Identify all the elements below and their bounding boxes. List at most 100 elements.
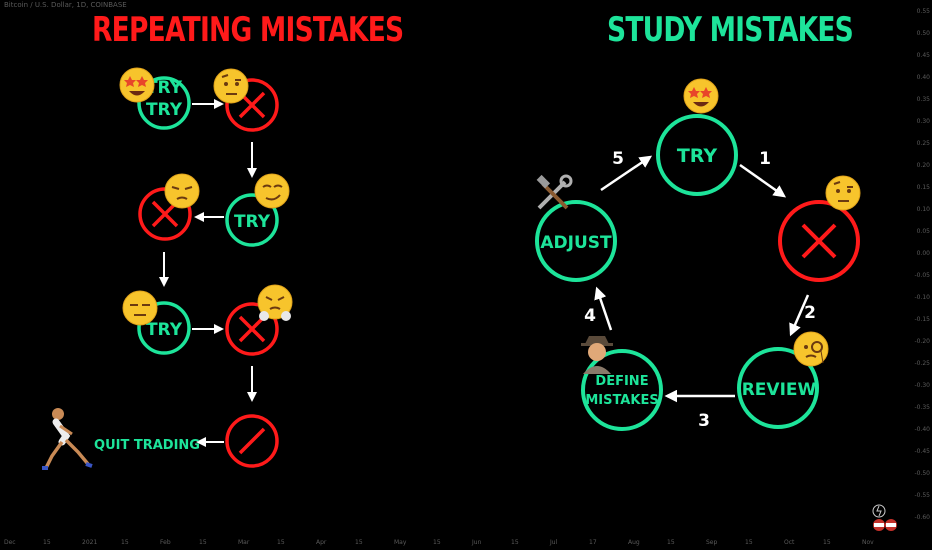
try-node-3: TRY — [137, 301, 191, 355]
cycle-arrow-1 — [739, 163, 787, 198]
y-tick-label: -0.45 — [914, 448, 930, 455]
try-node-2: TRY — [225, 193, 279, 247]
x-tick-label: 15 — [121, 539, 129, 546]
expressionless-emoji — [122, 290, 158, 326]
repeating-mistakes-title: REPEATING MISTAKES — [92, 10, 404, 50]
y-tick-label: -0.60 — [914, 514, 930, 521]
cycle-adjust-label: ADJUST — [540, 233, 612, 253]
y-tick-label: 0.55 — [916, 8, 930, 15]
x-tick-label: Oct — [784, 539, 795, 546]
step-5-label: 5 — [612, 149, 624, 169]
cycle-define-label-2: MISTAKES — [585, 393, 658, 408]
y-tick-label: 0.35 — [916, 96, 930, 103]
try-node-3-label: TRY — [146, 320, 183, 340]
fail-node-3 — [225, 302, 279, 356]
y-tick-label: 0.25 — [916, 140, 930, 147]
y-tick-label: -0.20 — [914, 338, 930, 345]
chart-header: Bitcoin / U.S. Dollar, 1D, COINBASE — [0, 0, 932, 12]
x-tick-label: Nov — [862, 539, 874, 546]
x-tick-label: 15 — [745, 539, 753, 546]
time-axis: Dec 15 2021 15 Feb 15 Mar 15 Apr 15 May 15 Jun 15 Jul 1… — [0, 538, 932, 550]
steam-face-emoji — [257, 284, 293, 321]
tools-icon — [536, 174, 573, 210]
cycle-arrow-2 — [789, 294, 810, 337]
cycle-fail-node — [778, 200, 860, 282]
star-struck-emoji — [119, 67, 155, 103]
cycle-define-node: DEFINE MISTAKES — [581, 349, 663, 431]
y-tick-label: -0.40 — [914, 426, 930, 433]
y-tick-label: -0.50 — [914, 470, 930, 477]
y-tick-label: -0.35 — [914, 404, 930, 411]
step-2-label: 2 — [804, 303, 816, 323]
try-node-1: TRY TRY — [137, 76, 191, 130]
left-flow: TRY TRY TRY TRY — [42, 67, 293, 470]
price-axis: 0.55 0.50 0.45 0.40 0.35 0.30 0.25 0.20 0.15 0.10… — [906, 0, 932, 540]
x-tick-label: 15 — [277, 539, 285, 546]
x-tick-label: Jun — [472, 539, 482, 546]
y-tick-label: 0.30 — [916, 118, 930, 125]
step-3-label: 3 — [698, 411, 710, 431]
y-tick-label: 0.15 — [916, 184, 930, 191]
try-node-2-label: TRY — [234, 212, 271, 232]
runner-icon — [42, 408, 93, 470]
x-tick-label: Mar — [238, 539, 250, 546]
step-4-label: 4 — [584, 306, 596, 326]
slash-icon — [238, 427, 266, 455]
y-tick-label: -0.05 — [914, 272, 930, 279]
x-tick-label: Sep — [706, 539, 718, 546]
x-tick-label: 15 — [433, 539, 441, 546]
x-tick-label: 15 — [667, 539, 675, 546]
unamused-emoji — [164, 173, 200, 209]
detective-icon — [581, 336, 613, 374]
x-tick-label: Apr — [316, 539, 327, 546]
x-tick-label: Dec — [4, 539, 16, 546]
y-tick-label: 0.05 — [916, 228, 930, 235]
x-tick-label: 15 — [355, 539, 363, 546]
raised-eyebrow-emoji — [825, 175, 861, 211]
y-tick-label: -0.25 — [914, 360, 930, 367]
x-tick-label: Feb — [160, 539, 171, 546]
smirk-emoji — [254, 173, 290, 209]
cycle-try-node: TRY — [656, 114, 738, 196]
study-mistakes-title: STUDY MISTAKES — [607, 10, 854, 50]
symbol-line: Bitcoin / U.S. Dollar, 1D, COINBASE — [4, 1, 127, 9]
raised-eyebrow-emoji — [213, 68, 249, 104]
right-cycle: TRY REVIEW DEFINE MISTAKES ADJUST 1 2 3 … — [535, 78, 861, 431]
x-tick-label: Aug — [628, 539, 640, 546]
cycle-arrow-4 — [594, 286, 613, 331]
y-tick-label: 0.00 — [916, 250, 930, 257]
y-tick-label: 0.40 — [916, 74, 930, 81]
y-tick-label: -0.55 — [914, 492, 930, 499]
x-tick-label: May — [394, 539, 407, 546]
cycle-define-label-1: DEFINE — [595, 374, 648, 389]
x-mark-icon — [238, 315, 266, 343]
y-tick-label: 0.20 — [916, 162, 930, 169]
bottom-right-badges — [872, 504, 897, 531]
y-tick-label: -0.10 — [914, 294, 930, 301]
x-tick-label: 15 — [199, 539, 207, 546]
try-node-1-label-top: TRY — [146, 78, 183, 98]
x-mark-icon — [801, 223, 837, 259]
quit-trading-label: QUIT TRADING — [94, 438, 200, 453]
y-tick-label: -0.15 — [914, 316, 930, 323]
y-tick-label: -0.30 — [914, 382, 930, 389]
x-tick-label: 15 — [823, 539, 831, 546]
try-node-1-label: TRY — [146, 100, 183, 120]
monocle-emoji — [793, 331, 829, 367]
star-struck-emoji — [683, 78, 719, 114]
x-tick-label: 15 — [43, 539, 51, 546]
cycle-arrow-5 — [600, 155, 653, 192]
cycle-review-label: REVIEW — [742, 380, 817, 400]
step-1-label: 1 — [759, 149, 771, 169]
y-tick-label: 0.45 — [916, 52, 930, 59]
lightning-icon — [876, 505, 882, 517]
x-tick-label: 2021 — [82, 539, 98, 546]
x-tick-label: Jul — [550, 539, 558, 546]
y-tick-label: 0.10 — [916, 206, 930, 213]
cycle-review-node: REVIEW — [737, 347, 819, 429]
cycle-adjust-node: ADJUST — [535, 200, 617, 282]
x-tick-label: 15 — [511, 539, 519, 546]
y-tick-label: 0.50 — [916, 30, 930, 37]
x-tick-label: 17 — [589, 539, 597, 546]
